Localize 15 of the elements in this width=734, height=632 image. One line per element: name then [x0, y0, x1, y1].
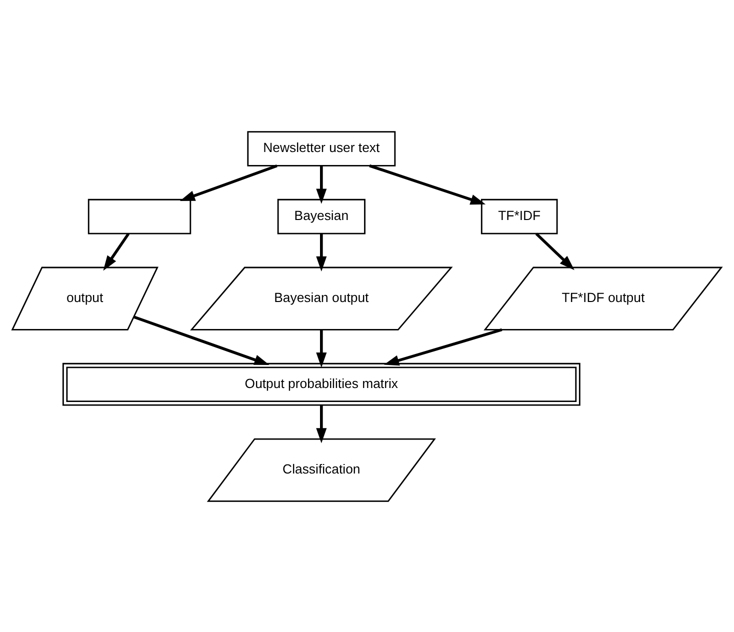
arrow — [384, 328, 502, 366]
arrow — [316, 329, 327, 368]
node-box — [88, 198, 192, 234]
arrow — [535, 232, 574, 270]
node-box: Bayesian — [277, 198, 366, 234]
arrow — [316, 165, 327, 204]
node-box: Newsletter user text — [247, 130, 396, 166]
arrow — [369, 164, 486, 204]
arrow — [316, 404, 327, 443]
arrow — [180, 164, 278, 201]
node-box: TF*IDF — [480, 198, 558, 234]
arrow — [133, 315, 270, 364]
arrow — [316, 233, 327, 271]
arrow — [103, 232, 130, 270]
node-box: Output probabilities matrix — [62, 362, 580, 406]
